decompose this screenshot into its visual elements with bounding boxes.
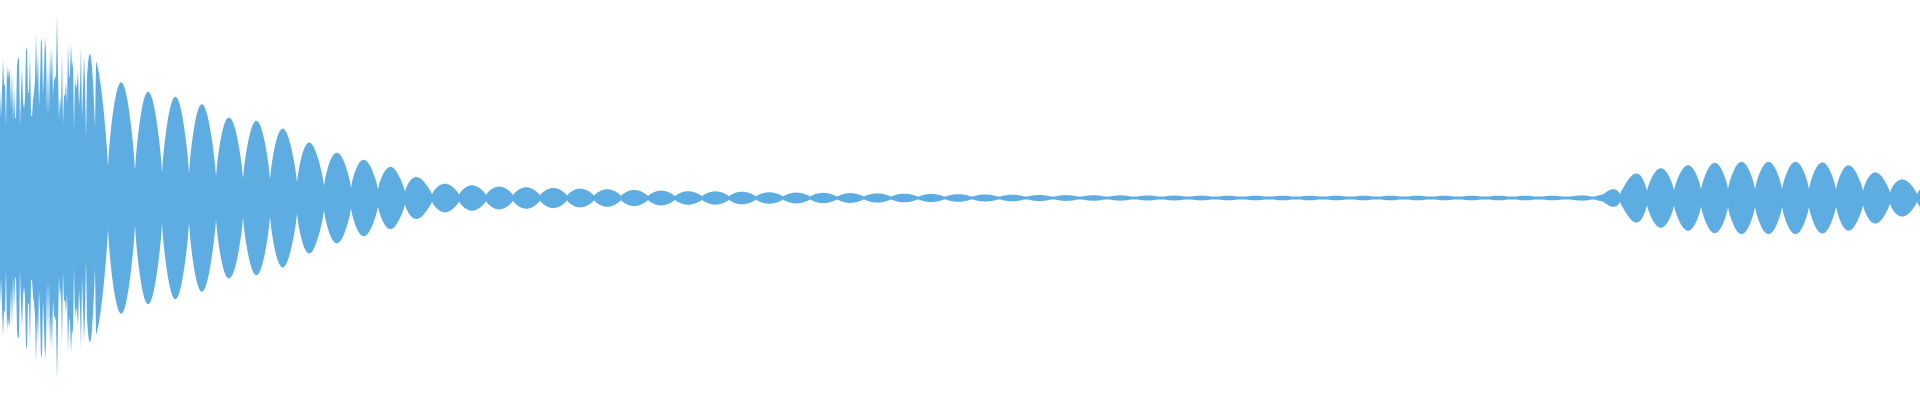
- waveform-shape: [0, 14, 1920, 382]
